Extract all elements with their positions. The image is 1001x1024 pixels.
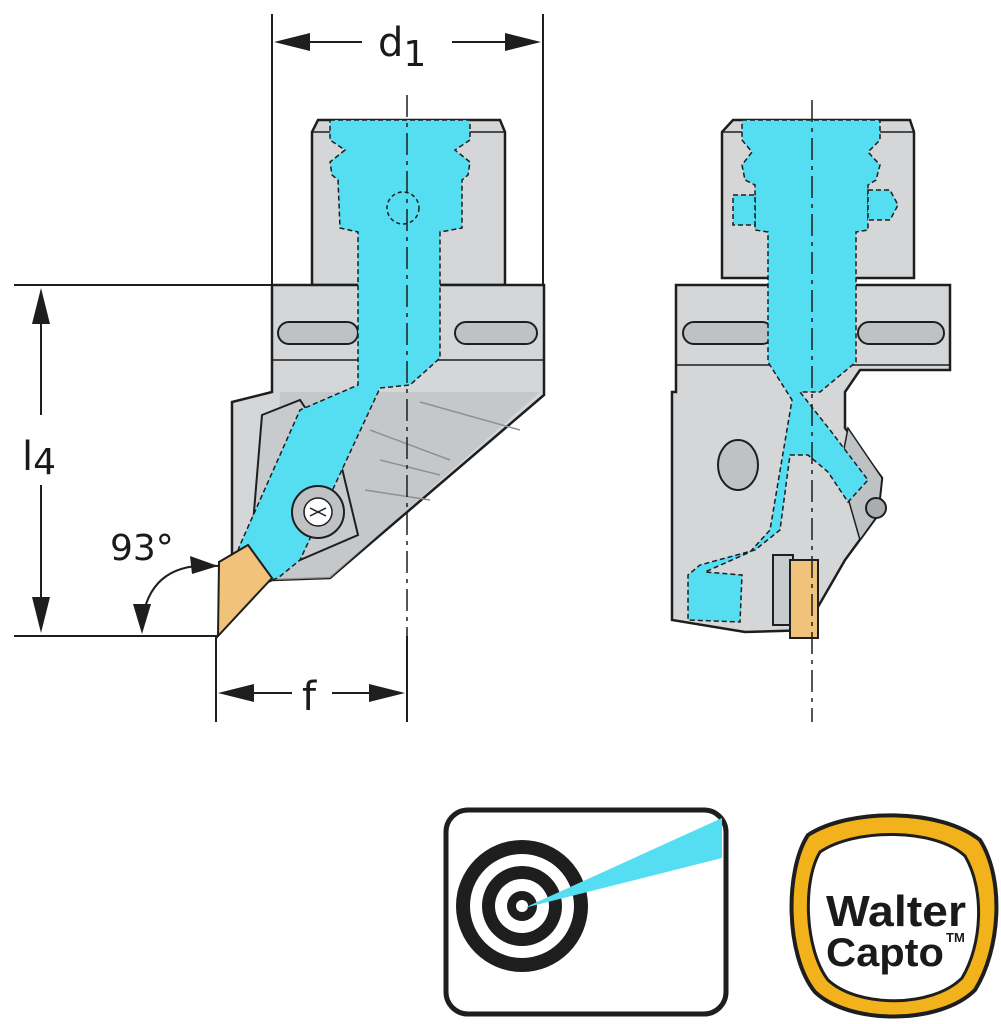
side-coolant-channels xyxy=(687,119,899,623)
front-insert xyxy=(216,543,274,639)
front-view xyxy=(216,95,546,722)
side-grip-slot-left xyxy=(682,321,774,345)
side-clamp-knob xyxy=(865,497,887,519)
dim-d1-main: d xyxy=(378,20,403,66)
front-coolant-port xyxy=(386,191,420,225)
dim-angle: 93° xyxy=(110,528,174,569)
dim-l4-sub: 4 xyxy=(33,442,56,483)
dim-d1-sub: 1 xyxy=(403,34,426,75)
coolant-target-icon xyxy=(443,807,729,1017)
svg-text:l4: l4 xyxy=(22,434,56,483)
side-insert xyxy=(789,559,819,639)
svg-text:d1: d1 xyxy=(378,20,426,75)
walter-capto-logo: Walter Capto TM xyxy=(789,813,999,1019)
dimension-labels: d1 l4 f 93° xyxy=(22,20,426,720)
logo-tm: TM xyxy=(946,930,965,945)
side-view xyxy=(670,100,952,722)
front-coolant-channels xyxy=(227,119,471,586)
dim-l4-main: l xyxy=(22,434,33,480)
dim-f: f xyxy=(302,674,317,720)
logo-line2: Capto xyxy=(826,931,944,975)
side-grip-slot-right xyxy=(857,321,945,345)
side-mount-hole xyxy=(717,439,759,491)
logo-line1: Walter xyxy=(826,887,966,936)
front-grip-slot-left xyxy=(277,321,359,345)
dimension-lines xyxy=(14,14,544,722)
front-grip-slot-right xyxy=(454,321,538,345)
